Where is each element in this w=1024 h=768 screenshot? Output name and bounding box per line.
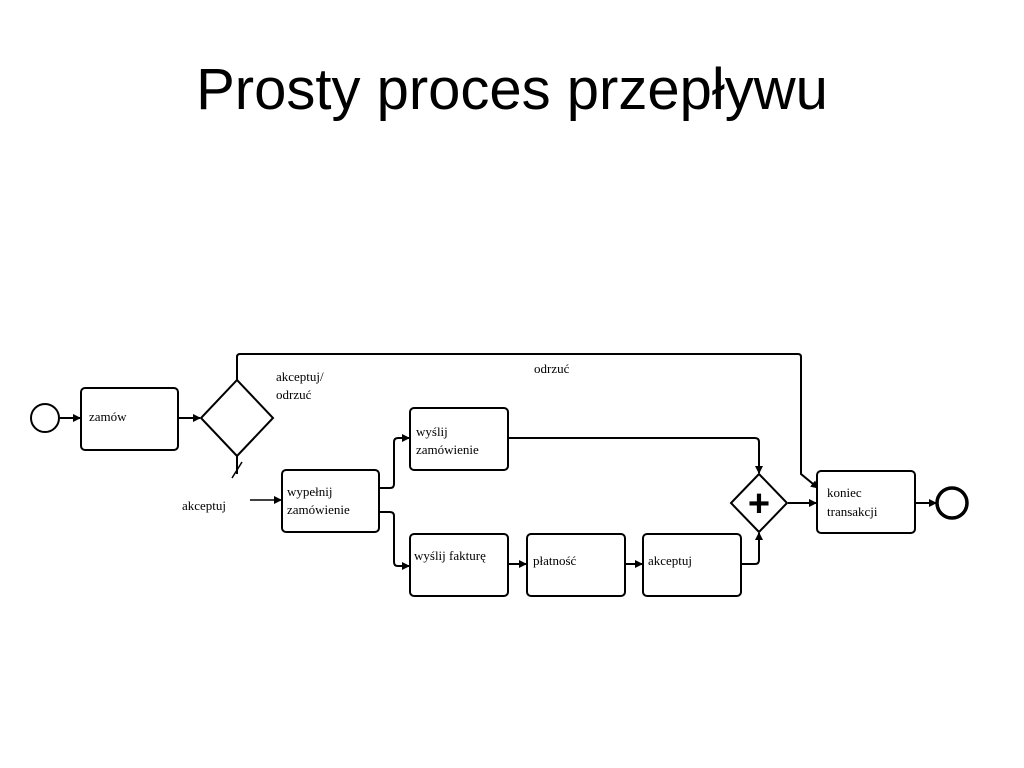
flow-fill-to-send-invoice [380, 511, 410, 570]
flow-send-order-to-join [509, 437, 763, 474]
decision-gateway [199, 378, 275, 458]
task-send-order-label-line2: zamówienie [416, 442, 479, 457]
task-fill-order-label-line2: zamówienie [287, 502, 350, 517]
task-send-order-label-line1: wyślij [416, 424, 448, 439]
decision-gateway-label-line1: akceptuj/ [276, 369, 324, 384]
task-end-transaction-label-line1: koniec [827, 485, 862, 500]
task-payment: płatność [526, 533, 626, 597]
parallel-join-plus-icon: + [748, 483, 770, 525]
task-order-label: zamów [89, 409, 127, 424]
flow-accept-label: akceptuj [182, 498, 226, 513]
flow-accept-to-join [742, 532, 763, 565]
task-end-transaction-label-line2: transakcji [827, 504, 878, 519]
parallel-join-gateway: + [729, 472, 789, 534]
start-event [30, 403, 60, 433]
slide-title: Prosty proces przepływu [196, 57, 828, 122]
flow-accept-out-tick [231, 461, 243, 479]
task-order: zamów [80, 387, 179, 451]
task-fill-order-label-line1: wypełnij [287, 484, 333, 499]
task-send-order: wyślij zamówienie [409, 407, 509, 471]
flow-reject [236, 353, 819, 489]
task-fill-order: wypełnij zamówienie [281, 469, 380, 533]
end-event [935, 486, 969, 520]
task-payment-label: płatność [533, 553, 577, 568]
flow-fill-to-send-order [380, 434, 410, 489]
task-accept-label: akceptuj [648, 553, 692, 568]
decision-gateway-label-line2: odrzuć [276, 387, 312, 402]
task-accept: akceptuj [642, 533, 742, 597]
task-send-invoice: wyślij fakturę [409, 533, 509, 597]
flow-reject-label: odrzuć [534, 361, 570, 376]
task-send-invoice-label: wyślij fakturę [414, 548, 486, 563]
task-end-transaction: koniec transakcji [816, 470, 916, 534]
